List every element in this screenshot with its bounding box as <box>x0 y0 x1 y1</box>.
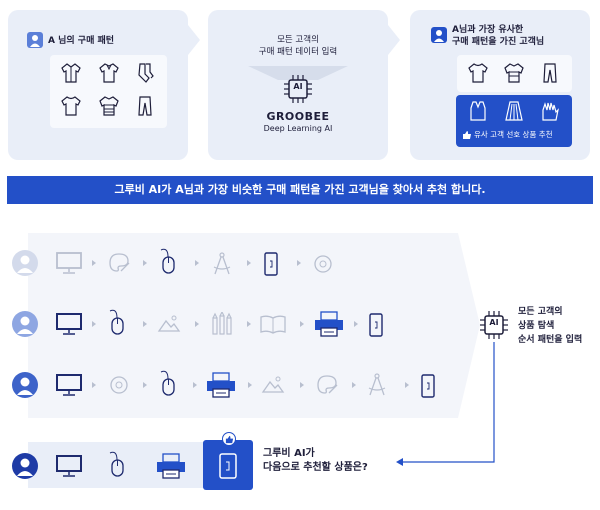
panel-arrow-1 <box>188 25 200 55</box>
landscape-icon <box>261 376 285 393</box>
light-beam <box>248 66 348 80</box>
mouse-icon <box>109 451 124 477</box>
customer-avatar-3 <box>12 372 38 398</box>
monitor-icon <box>56 313 82 335</box>
monitor-icon <box>56 252 82 274</box>
thumbs-up-icon <box>463 131 471 139</box>
vest-icon <box>470 101 486 121</box>
customer-avatar-2 <box>12 311 38 337</box>
ai-chip-label: AI <box>293 82 303 91</box>
printer-icon <box>207 372 235 398</box>
panel-arrow-2 <box>388 25 400 55</box>
groobee-brand-sub: Deep Learning AI <box>263 124 333 133</box>
right-line3: 순서 패턴을 입력 <box>518 335 583 345</box>
jacket-icon <box>61 63 81 83</box>
skirt-icon <box>505 101 523 121</box>
compass-icon <box>368 373 386 396</box>
similar-padded-jacket-icon <box>504 63 524 83</box>
mouse-icon <box>160 248 175 274</box>
avatar-similar <box>431 27 447 43</box>
bottom-line1: 그루비 AI가 <box>263 448 315 459</box>
sequence-background <box>28 233 480 418</box>
sequence-ai-chip-label: AI <box>489 318 499 327</box>
phone-icon <box>369 313 383 337</box>
avatar-a <box>27 32 43 48</box>
pencils-icon <box>212 312 232 335</box>
gloves-icon <box>542 102 559 121</box>
right-line1: 모든 고객의 <box>518 307 563 317</box>
similar-tshirt-icon <box>468 63 488 83</box>
monitor-icon <box>56 455 82 477</box>
mouse-icon <box>109 309 124 335</box>
phone-icon <box>421 374 435 398</box>
phone-icon <box>264 252 278 276</box>
recommend-box[interactable] <box>456 95 572 147</box>
panel3-line1: A님과 가장 유사한 <box>452 25 524 35</box>
printer-icon <box>315 311 343 337</box>
panel2-line2: 구매 패턴 데이터 입력 <box>258 47 338 57</box>
ball-icon <box>110 376 128 394</box>
panel3-line2: 구매 패턴을 가진 고객님 <box>452 37 545 47</box>
sequence-ai-chip-icon <box>480 311 508 339</box>
groobee-brand: GROOBEE <box>266 110 330 123</box>
target-customer-avatar <box>12 453 38 479</box>
bottom-line2: 다음으로 추천할 상품은? <box>263 462 368 473</box>
ai-chip-icon <box>284 75 312 103</box>
compass-icon <box>213 252 231 275</box>
polo-shirt-icon <box>99 63 119 83</box>
ai-input-panel <box>208 10 388 160</box>
mouse-icon <box>160 370 175 396</box>
customer-avatar-1 <box>12 250 38 276</box>
palette-icon <box>317 375 338 394</box>
recommend-label: 유사 고객 선호 상품 추천 <box>474 130 553 139</box>
pants-icon <box>138 96 152 116</box>
landscape-icon <box>157 315 181 332</box>
recommended-phone-icon <box>219 453 237 479</box>
like-badge-thumbs-up-icon <box>225 435 234 444</box>
right-line2: 상품 탐색 <box>518 321 555 331</box>
printer-icon <box>157 453 185 479</box>
ball-icon <box>314 255 332 273</box>
similar-clothing-grid <box>457 55 572 92</box>
padded-jacket-icon <box>99 96 119 116</box>
panel2-line1: 모든 고객의 <box>277 35 319 45</box>
target-sequence-bg <box>28 442 228 488</box>
recommended-product-box[interactable] <box>203 440 253 490</box>
tshirt-icon <box>61 96 81 116</box>
palette-icon <box>109 253 130 272</box>
headline-banner: 그루비 AI가 A님과 가장 비슷한 구매 패턴을 가진 고객님을 찾아서 추천… <box>7 176 593 204</box>
similar-pants-icon <box>543 63 557 83</box>
monitor-icon <box>56 374 82 396</box>
book-icon <box>260 315 286 334</box>
socks-icon <box>138 63 154 83</box>
panel1-title: A 님의 구매 패턴 <box>48 36 115 46</box>
